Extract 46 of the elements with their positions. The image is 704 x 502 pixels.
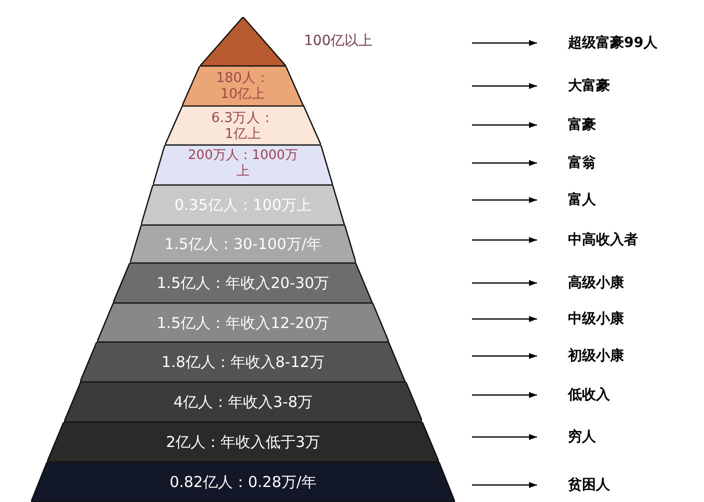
pyramid-tier (31, 462, 455, 502)
category-label: 富豪 (568, 116, 596, 134)
pyramid-tier (182, 66, 304, 106)
arrow (472, 160, 537, 166)
category-label: 高级小康 (568, 274, 624, 292)
pyramid-tier (153, 145, 333, 185)
tier-label: 1.8亿人：年收入8-12万 (160, 353, 326, 371)
category-label: 穷人 (568, 428, 596, 446)
pyramid-tier (97, 303, 389, 342)
category-label: 贫困人 (568, 476, 610, 494)
pyramid-tier (47, 422, 439, 462)
tier-label: 180人：10亿上 (215, 70, 271, 102)
arrow (472, 40, 537, 46)
category-label: 富人 (568, 191, 596, 209)
category-label: 中高收入者 (568, 231, 638, 249)
arrow (472, 353, 537, 359)
category-label: 中级小康 (568, 310, 624, 328)
arrow (472, 83, 537, 89)
pyramid-tier (64, 382, 422, 422)
tier-label: 2亿人：年收入低于3万 (164, 433, 322, 451)
tier-label: 6.3万人：1亿上 (210, 110, 276, 142)
arrow (472, 316, 537, 322)
tier-label: 1.5亿人：30-100万/年 (163, 235, 323, 253)
category-label: 超级富豪99人 (568, 34, 658, 52)
tier-label: 1.5亿人：年收入12-20万 (156, 314, 330, 332)
pyramid-tier (165, 106, 321, 145)
category-label: 富翁 (568, 154, 596, 172)
tier-label: 100亿以上 (304, 33, 373, 49)
pyramid-tier (113, 263, 373, 303)
arrow (472, 482, 537, 488)
arrow (472, 197, 537, 203)
arrow (472, 237, 537, 243)
category-label: 大富豪 (568, 77, 610, 95)
pyramid-tier (80, 342, 406, 382)
arrow (472, 392, 537, 398)
category-label: 初级小康 (568, 347, 624, 365)
arrow (472, 280, 537, 286)
pyramid-tier (141, 185, 345, 225)
pyramid-tier (130, 225, 356, 263)
tier-label: 4亿人：年收入3-8万 (172, 393, 314, 411)
arrow (472, 434, 537, 440)
category-label: 低收入 (568, 386, 610, 404)
tier-label: 0.82亿人：0.28万/年 (168, 473, 318, 491)
arrow (472, 122, 537, 128)
tier-label: 200万人：1000万上 (187, 148, 299, 180)
tier-label: 1.5亿人：年收入20-30万 (156, 274, 330, 292)
